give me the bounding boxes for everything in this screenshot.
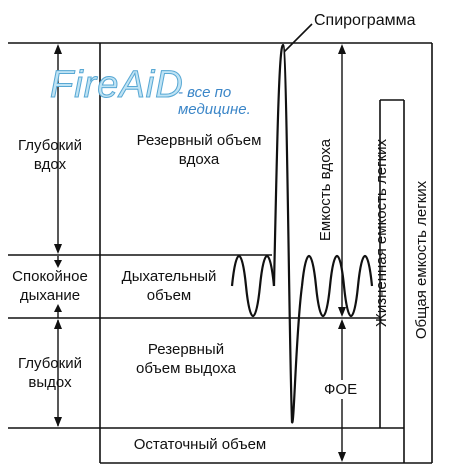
label-inspiratory-capacity: Емкость вдоха [317, 138, 334, 242]
spirogram-wave-right [300, 254, 374, 318]
label-inspiratory-reserve-volume: Резервный объем вдоха [136, 132, 262, 168]
label-calm-breathing: Спокойное дыхание [12, 268, 88, 304]
label-deep-exhale: Глубокий выдох [18, 355, 82, 391]
spirogram-wave-deep [272, 43, 304, 424]
label-total-capacity: Общая емкость легких [413, 180, 430, 340]
label-residual-volume: Остаточный объем [133, 436, 267, 453]
label-expiratory-reserve-volume: Резервный объем выдоха [136, 341, 236, 377]
label-frc: ФОЕ [322, 380, 360, 399]
calm-breathing-arrow [54, 256, 62, 318]
spirogram-wave-left [230, 254, 276, 318]
watermark-brand: FireAiD [50, 64, 184, 107]
label-vital-capacity: Жизненная емкость легких [373, 138, 390, 328]
watermark-tagline: - все по медицине. [178, 84, 251, 118]
title-leader-line [283, 23, 313, 53]
deep-exhale-arrow [54, 319, 62, 427]
deep-inhale-arrow [54, 44, 62, 254]
label-tidal-volume: Дыхательный объем [121, 268, 217, 304]
page-title: Спирограмма [314, 12, 416, 29]
label-deep-inhale: Глубокий вдох [18, 137, 82, 173]
